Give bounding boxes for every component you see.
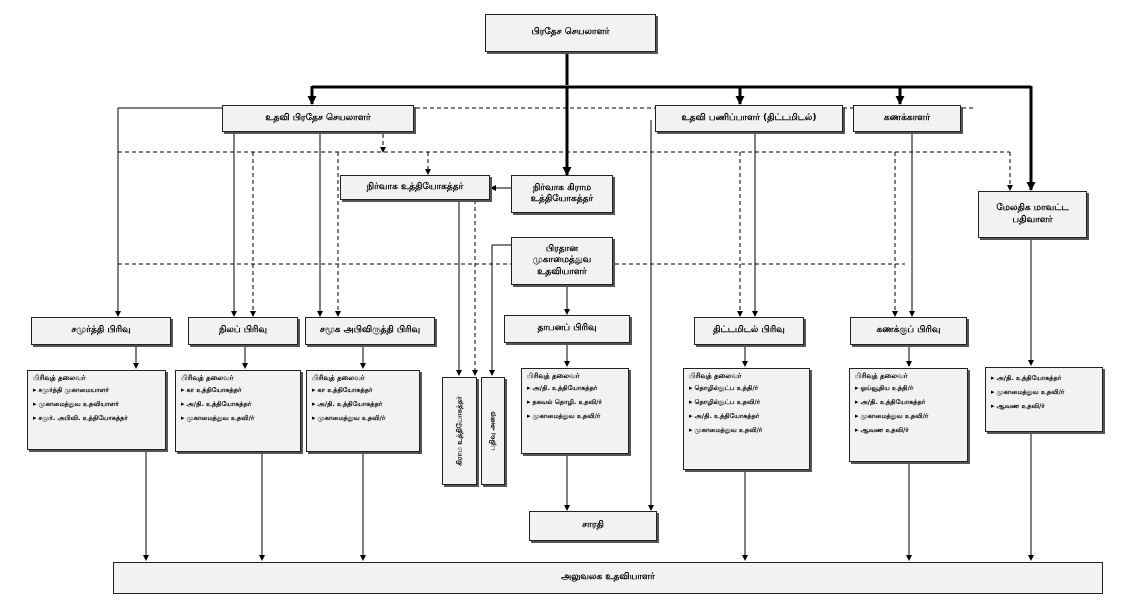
assistant-divisional-secretary-box: உதவி பிரதேச செயலாளர் <box>222 105 414 132</box>
list-item: சமுர்த்தி முகாமையாளர் <box>33 386 160 395</box>
grama-niladhari-box: கிராம உத்தியோகத்தர் <box>442 377 477 485</box>
list-item: அ/தி. உத்தியோகத்தர் <box>181 400 295 409</box>
land-unit-label: நிலப் பிரிவு <box>218 325 268 336</box>
list-item: முகாமைத்துவ உதவி/ர் <box>991 388 1097 397</box>
samurdhi-staff-list: பிரிவுத் தலைவர் சமுர்த்தி முகாமையாளர் மு… <box>27 370 166 450</box>
planning-unit-label: திட்டமிடல் பிரிவு <box>713 325 785 336</box>
list-item: ஆவண உதவி/ர் <box>855 426 962 435</box>
accounts-unit-box: கணக்குப் பிரிவு <box>850 317 967 345</box>
list-head: பிரிவுத் தலைவர் <box>527 372 580 380</box>
admin-grama-niladhari-box: நிர்வாக கிராம உத்தியோகத்தர் <box>511 175 613 213</box>
grama-niladhari-label: கிராம உத்தியோகத்தர் <box>454 396 463 466</box>
planning-unit-box: திட்டமிடல் பிரிவு <box>694 317 804 345</box>
list-head: பிரிவுத் தலைவர் <box>855 372 908 380</box>
samurdhi-unit-label: சமுர்த்தி பிரிவு <box>71 325 131 336</box>
office-assistants-box: அலுவலக உதவியாளர் <box>113 562 1103 594</box>
registry-room-label: பதிவு அறை <box>488 411 497 451</box>
accounts-staff-list: பிரிவுத் தலைவர் ஓய்வூதிய உத்தி/ர் அ/தி. … <box>849 368 968 462</box>
list-item: முகாமைத்துவ உதவி/ர் <box>689 426 804 435</box>
registrar-staff-list: அ/தி. உத்தியோகத்தர் முகாமைத்துவ உதவி/ர் … <box>985 367 1103 432</box>
accountant-label: கணக்காளர் <box>883 112 931 123</box>
list-item: ஓய்வூதிய உத்தி/ர் <box>855 384 962 393</box>
driver-box: சாரதி <box>529 511 657 541</box>
list-head: பிரிவுத் தலைவர் <box>33 374 86 382</box>
list-item: சமுர். அபிவி. உத்தியோகத்தர் <box>33 414 160 423</box>
assistant-director-planning-label: உதவி பணிப்பாளர் (திட்டமிடல்) <box>681 112 817 123</box>
list-item: கா உத்தியோகத்தர் <box>312 386 414 395</box>
list-item: அ/தி. உத்தியோகத்தர் <box>312 400 414 409</box>
list-item: முகாமைத்துவ உதவி/ர் <box>855 412 962 421</box>
land-staff-list: பிரிவுத் தலைவர் கா உத்தியோகத்தர் அ/தி. உ… <box>175 370 301 452</box>
divisional-secretary-box: பிரதேச செயலாளர் <box>485 14 656 52</box>
list-item: அ/தி. உத்தியோகத்தர் <box>855 398 962 407</box>
list-item: ஆவண உதவி/ர் <box>991 402 1097 411</box>
list-item: தொழில்நுட்ப உதவி/ர் <box>689 398 804 407</box>
administrative-officer-label: நிர்வாக உத்தியோகத்தர் <box>366 181 464 192</box>
list-item: அ/தி. உத்தியோகத்தர் <box>527 384 623 393</box>
list-head: பிரிவுத் தலைவர் <box>181 374 234 382</box>
list-item: தொழில்நுட்ப உத்தி/ர் <box>689 384 804 393</box>
establishment-staff-list: பிரிவுத் தலைவர் அ/தி. உத்தியோகத்தர் தகவல… <box>521 368 629 454</box>
chief-management-assistant-box: பிரதான முகாமைத்துவ உதவியாளர் <box>511 237 613 285</box>
social-development-staff-list: பிரிவுத் தலைவர் கா உத்தியோகத்தர் அ/தி. உ… <box>306 370 420 452</box>
establishment-unit-label: தாபனப் பிரிவு <box>537 323 597 334</box>
list-item: அ/தி. உத்தியோகத்தர் <box>689 412 804 421</box>
additional-district-registrar-label: மேலதிக மாவட்ட பதிவாளர் <box>996 203 1069 225</box>
admin-grama-niladhari-label: நிர்வாக கிராம உத்தியோகத்தர் <box>530 182 594 204</box>
list-item: முகாமைத்துவ உதவி/ர் <box>527 412 623 421</box>
driver-label: சாரதி <box>582 520 604 531</box>
land-unit-box: நிலப் பிரிவு <box>188 317 298 345</box>
planning-staff-list: பிரிவுத் தலைவர் தொழில்நுட்ப உத்தி/ர் தொழ… <box>683 368 810 470</box>
samurdhi-unit-box: சமுர்த்தி பிரிவு <box>31 317 171 345</box>
administrative-officer-box: நிர்வாக உத்தியோகத்தர் <box>340 175 490 200</box>
chief-management-assistant-label: பிரதான முகாமைத்துவ உதவியாளர் <box>532 244 592 277</box>
list-item: முகாமைத்துவ உதவி/ர் <box>312 414 414 423</box>
social-development-unit-box: சமூக அபிவிருத்தி பிரிவு <box>305 317 435 345</box>
social-development-unit-label: சமூக அபிவிருத்தி பிரிவு <box>319 325 421 336</box>
list-item: முகாமைத்துவ உதவி/ர் <box>181 414 295 423</box>
additional-district-registrar-box: மேலதிக மாவட்ட பதிவாளர் <box>978 191 1087 238</box>
assistant-divisional-secretary-label: உதவி பிரதேச செயலாளர் <box>265 112 371 123</box>
office-assistants-label: அலுவலக உதவியாளர் <box>561 572 655 583</box>
accounts-unit-label: கணக்குப் பிரிவு <box>876 325 941 336</box>
list-item: அ/தி. உத்தியோகத்தர் <box>991 374 1097 383</box>
list-item: தகவல் தொழி. உதவி/ர் <box>527 398 623 407</box>
registry-room-box: பதிவு அறை <box>481 377 505 485</box>
assistant-director-planning-box: உதவி பணிப்பாளர் (திட்டமிடல்) <box>655 105 843 132</box>
divisional-secretary-label: பிரதேச செயலாளர் <box>531 27 610 38</box>
establishment-unit-box: தாபனப் பிரிவு <box>504 315 630 343</box>
accountant-box: கணக்காளர் <box>853 105 961 132</box>
list-head: பிரிவுத் தலைவர் <box>689 372 742 380</box>
list-item: முகாமைத்துவ உதவியாளர் <box>33 400 160 409</box>
list-item: கா உத்தியோகத்தர் <box>181 386 295 395</box>
list-head: பிரிவுத் தலைவர் <box>312 374 365 382</box>
